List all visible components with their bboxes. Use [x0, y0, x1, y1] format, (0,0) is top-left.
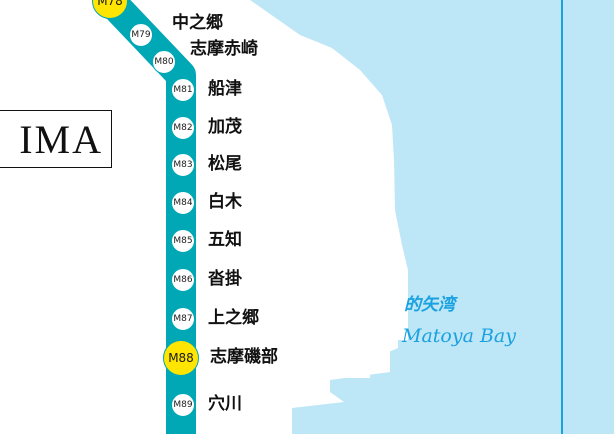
station-badge-m81: M81: [171, 78, 195, 102]
station-name-m81: 船津: [208, 79, 242, 99]
city-name-text: IMA: [19, 116, 103, 162]
station-name-m83: 松尾: [208, 154, 242, 174]
land-inlet: [308, 350, 390, 380]
station-name-m80: 志摩赤崎: [190, 39, 258, 59]
station-name-m84: 白木: [208, 192, 242, 212]
station-badge-m89: M89: [171, 393, 195, 417]
station-badge-m85: M85: [171, 229, 195, 253]
bay-name-english: Matoya Bay: [402, 325, 516, 347]
city-name-box: IMA: [0, 110, 112, 168]
station-name-m87: 上之郷: [208, 308, 259, 328]
station-badge-m84: M84: [171, 191, 195, 215]
station-name-m79: 中之郷: [172, 13, 223, 33]
bay-name-japanese: 的矢湾: [404, 295, 455, 315]
station-name-m85: 五知: [208, 230, 242, 250]
station-badge-m88: M88: [163, 340, 199, 376]
station-badge-m80: M80: [152, 50, 176, 74]
station-name-m86: 沓掛: [208, 269, 242, 289]
station-badge-m79: M79: [129, 23, 153, 47]
station-badge-m83: M83: [171, 153, 195, 177]
station-badge-m87: M87: [171, 307, 195, 331]
station-name-m82: 加茂: [208, 117, 242, 137]
station-badge-m82: M82: [171, 116, 195, 140]
station-name-m89: 穴川: [208, 394, 242, 414]
station-badge-m86: M86: [171, 268, 195, 292]
station-name-m88: 志摩磯部: [210, 347, 278, 367]
sea-area: [250, 0, 614, 434]
